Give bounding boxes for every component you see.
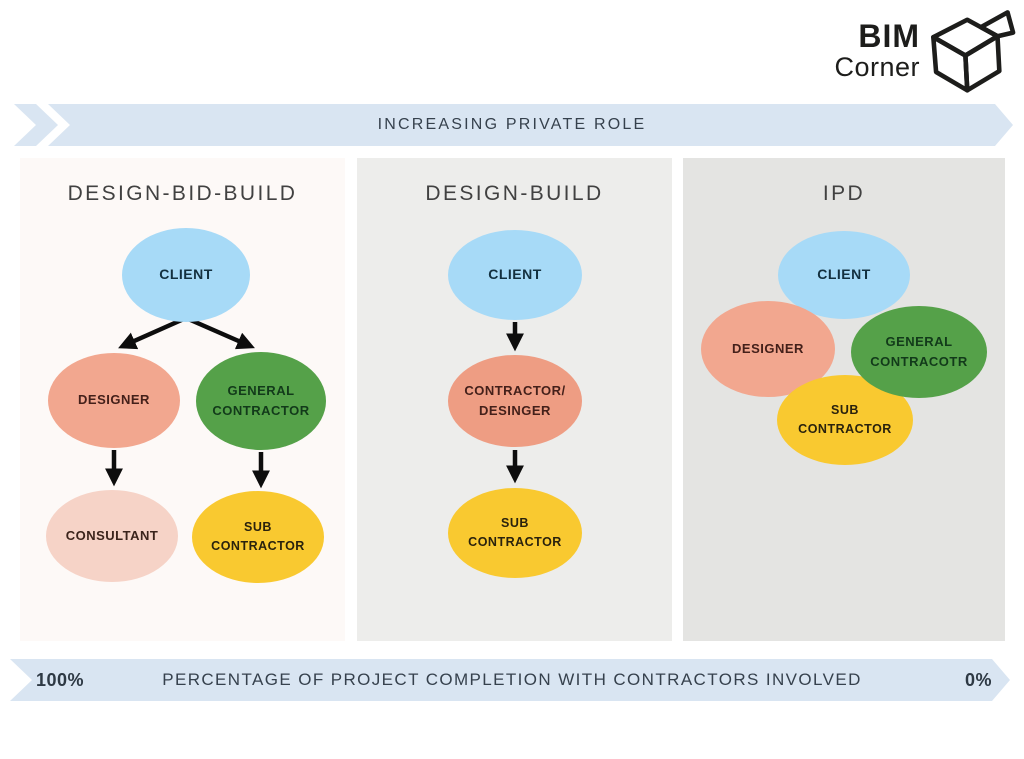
node-sub-contractor: SUB CONTRACTOR (192, 491, 324, 583)
node-label: CONTRACTOR/ DESINGER (464, 382, 566, 418)
node-designer: DESIGNER (48, 353, 180, 448)
node-label: GENERAL CONTRACTOR (212, 382, 310, 418)
node-consultant: CONSULTANT (46, 490, 178, 582)
arrow-client-to-general-contractor (185, 315, 255, 350)
panel-title: DESIGN-BUILD (425, 182, 604, 205)
node-label: CONSULTANT (65, 527, 159, 543)
bottom-banner: 100% PERCENTAGE OF PROJECT COMPLETION WI… (0, 659, 1024, 701)
bim-corner-logo: BIM Corner (834, 6, 1016, 94)
node-label: SUB CONTRACTOR (798, 402, 892, 436)
node-label: SUB CONTRACTOR (468, 515, 562, 549)
node-label: GENERAL CONTRACOTR (870, 333, 968, 369)
bottom-banner-ribbon (10, 659, 1010, 701)
panel-ipd: IPD CLIENT DESIGNER SUB CONTRACTOR GENER… (683, 158, 1005, 641)
top-banner: INCREASING PRIVATE ROLE (0, 104, 1024, 146)
node-label: CLIENT (159, 266, 213, 283)
node-label: SUB CONTRACTOR (211, 519, 305, 553)
arrow-client-to-designer (118, 315, 187, 350)
panel-title: IPD (822, 182, 866, 205)
node-general-contractor: GENERAL CONTRACOTR (851, 306, 987, 398)
logo-line1: BIM (858, 17, 920, 54)
node-label: DESIGNER (78, 392, 150, 408)
node-label: CLIENT (817, 266, 871, 283)
node-label: DESIGNER (732, 340, 804, 356)
node-label: CLIENT (488, 266, 542, 283)
panel-design-bid-build: DESIGN-BID-BUILD CLIENT DESIGNER GENERAL… (20, 158, 345, 641)
node-client: CLIENT (122, 228, 250, 322)
bottom-banner-label: PERCENTAGE OF PROJECT COMPLETION WITH CO… (162, 670, 862, 689)
node-general-contractor: GENERAL CONTRACTOR (196, 352, 326, 450)
panel-design-build: DESIGN-BUILD CLIENT CONTRACTOR/ DESINGER… (357, 158, 672, 641)
node-client: CLIENT (448, 230, 582, 320)
percent-0-label: 0% (964, 669, 992, 690)
node-sub-contractor: SUB CONTRACTOR (448, 488, 582, 578)
logo-line2: Corner (834, 51, 920, 82)
top-banner-ribbon (14, 104, 1013, 146)
node-contractor-designer: CONTRACTOR/ DESINGER (448, 355, 582, 447)
panel-title: DESIGN-BID-BUILD (67, 182, 298, 205)
percent-100-label: 100% (36, 669, 85, 690)
node-sub-contractor: SUB CONTRACTOR (777, 375, 913, 465)
open-box-icon (931, 10, 1016, 93)
node-client: CLIENT (778, 231, 910, 319)
top-banner-label: INCREASING PRIVATE ROLE (377, 116, 647, 133)
logo-text: BIM Corner (834, 20, 920, 81)
